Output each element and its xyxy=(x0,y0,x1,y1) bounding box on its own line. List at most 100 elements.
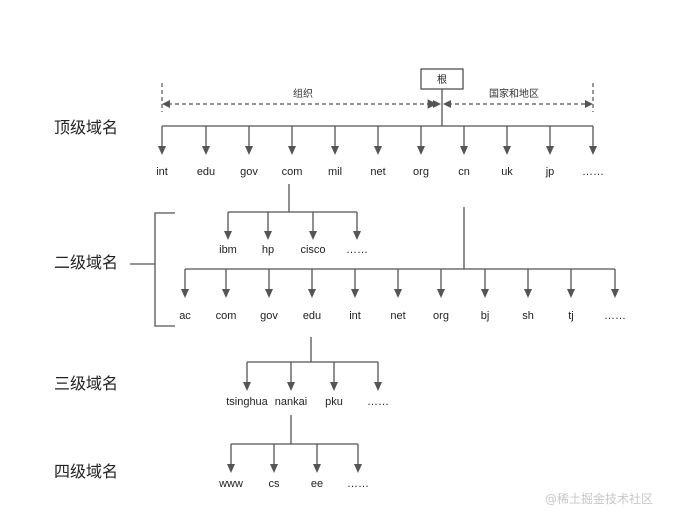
second-level-bracket xyxy=(130,212,175,327)
arrow-head xyxy=(222,289,230,298)
domain-node-int: int xyxy=(349,269,361,322)
arrow-head xyxy=(567,289,575,298)
group-label-country-region: 国家和地区 xyxy=(489,87,539,100)
second-level-cn-tree: ac com gov edu int net org bj sh tj …… xyxy=(179,207,626,322)
group-label-organization: 组织 xyxy=(293,87,313,100)
domain-node-ee: ee xyxy=(311,444,323,490)
root-label: 根 xyxy=(437,73,447,86)
domain-node-sh: sh xyxy=(522,269,534,322)
domain-label: cs xyxy=(269,478,281,490)
arrow-head xyxy=(287,382,295,391)
domain-label: cisco xyxy=(300,244,325,256)
arrow-head xyxy=(309,231,317,240)
domain-node-jp: jp xyxy=(545,126,555,178)
domain-label: net xyxy=(370,166,385,178)
domain-label: edu xyxy=(197,166,215,178)
domain-label: tj xyxy=(568,310,574,322)
domain-label: sh xyxy=(522,310,534,322)
domain-label: int xyxy=(349,310,361,322)
arrow-head xyxy=(374,382,382,391)
arrow-head xyxy=(354,464,362,473)
arrow-head xyxy=(243,382,251,391)
domain-label: ac xyxy=(179,310,191,322)
domain-label: pku xyxy=(325,396,343,408)
arrow-head xyxy=(481,289,489,298)
domain-node-tj: tj xyxy=(567,269,575,322)
second-level-com-tree: ibm hp cisco …… xyxy=(219,184,368,256)
arrow-head xyxy=(351,289,359,298)
domain-label: net xyxy=(390,310,405,322)
arrow-head xyxy=(589,146,597,155)
domain-node-www: www xyxy=(218,444,243,490)
domain-label: …… xyxy=(582,166,604,178)
domain-node-int: int xyxy=(156,126,168,178)
domain-node-org: org xyxy=(413,126,429,178)
domain-label: nankai xyxy=(275,396,307,408)
domain-label: ee xyxy=(311,478,323,490)
arrow-head xyxy=(330,382,338,391)
domain-node-edu: edu xyxy=(303,269,321,322)
domain-node-more: …… xyxy=(582,126,604,178)
arrow-head xyxy=(265,289,273,298)
arrow-head xyxy=(353,231,361,240)
arrow-head xyxy=(308,289,316,298)
arrow-head xyxy=(202,146,210,155)
domain-label: int xyxy=(156,166,168,178)
domain-node-more: …… xyxy=(367,362,389,408)
domain-node-tsinghua: tsinghua xyxy=(226,362,269,408)
domain-node-ibm: ibm xyxy=(219,212,237,256)
domain-label: tsinghua xyxy=(226,396,268,408)
domain-label: …… xyxy=(346,244,368,256)
group-arrow-right xyxy=(585,100,593,108)
arrow-head xyxy=(245,146,253,155)
domain-label: hp xyxy=(262,244,274,256)
arrow-head xyxy=(264,231,272,240)
domain-node-more: …… xyxy=(604,269,626,322)
group-arrow-left xyxy=(162,100,170,108)
domain-label: gov xyxy=(240,166,258,178)
domain-label: jp xyxy=(545,166,555,178)
arrow-head xyxy=(270,464,278,473)
third-level-tree: tsinghua nankai pku …… xyxy=(226,337,389,408)
domain-node-more: …… xyxy=(347,444,369,490)
domain-label: mil xyxy=(328,166,342,178)
top-level-tree: int edu gov com mil net org cn uk jp …… xyxy=(156,89,604,178)
arrow-head xyxy=(288,146,296,155)
domain-label: cn xyxy=(458,166,470,178)
domain-node-edu: edu xyxy=(197,126,215,178)
level-label-third: 三级域名 xyxy=(54,374,118,393)
arrow-head xyxy=(611,289,619,298)
domain-node-pku: pku xyxy=(325,362,343,408)
domain-node-gov: gov xyxy=(240,126,258,178)
domain-label: ibm xyxy=(219,244,237,256)
domain-node-nankai: nankai xyxy=(275,362,307,408)
domain-label: org xyxy=(413,166,429,178)
domain-label: bj xyxy=(481,310,490,322)
domain-node-uk: uk xyxy=(501,126,513,178)
domain-node-bj: bj xyxy=(481,269,490,322)
domain-node-cisco: cisco xyxy=(300,212,326,256)
group-arrow-mid-right xyxy=(443,100,451,108)
arrow-head xyxy=(394,289,402,298)
domain-node-cs: cs xyxy=(269,444,281,490)
domain-node-gov: gov xyxy=(260,269,278,322)
arrow-head xyxy=(503,146,511,155)
domain-node-net: net xyxy=(370,126,386,178)
domain-node-org: org xyxy=(433,269,449,322)
domain-node-more: …… xyxy=(346,212,368,256)
arrow-head xyxy=(158,146,166,155)
arrow-head xyxy=(437,289,445,298)
arrow-head xyxy=(460,146,468,155)
domain-node-cn: cn xyxy=(458,126,470,178)
domain-label: uk xyxy=(501,166,513,178)
domain-trees: int edu gov com mil net org cn uk jp …… ibm hp cisco …… xyxy=(156,89,626,490)
arrow-head xyxy=(181,289,189,298)
arrow-head xyxy=(417,146,425,155)
domain-node-com: com xyxy=(216,269,237,322)
domain-label: com xyxy=(282,166,303,178)
top-group-indicators: 组织 国家和地区 xyxy=(161,83,594,112)
domain-label: com xyxy=(216,310,237,322)
domain-label: edu xyxy=(303,310,321,322)
domain-node-hp: hp xyxy=(262,212,274,256)
